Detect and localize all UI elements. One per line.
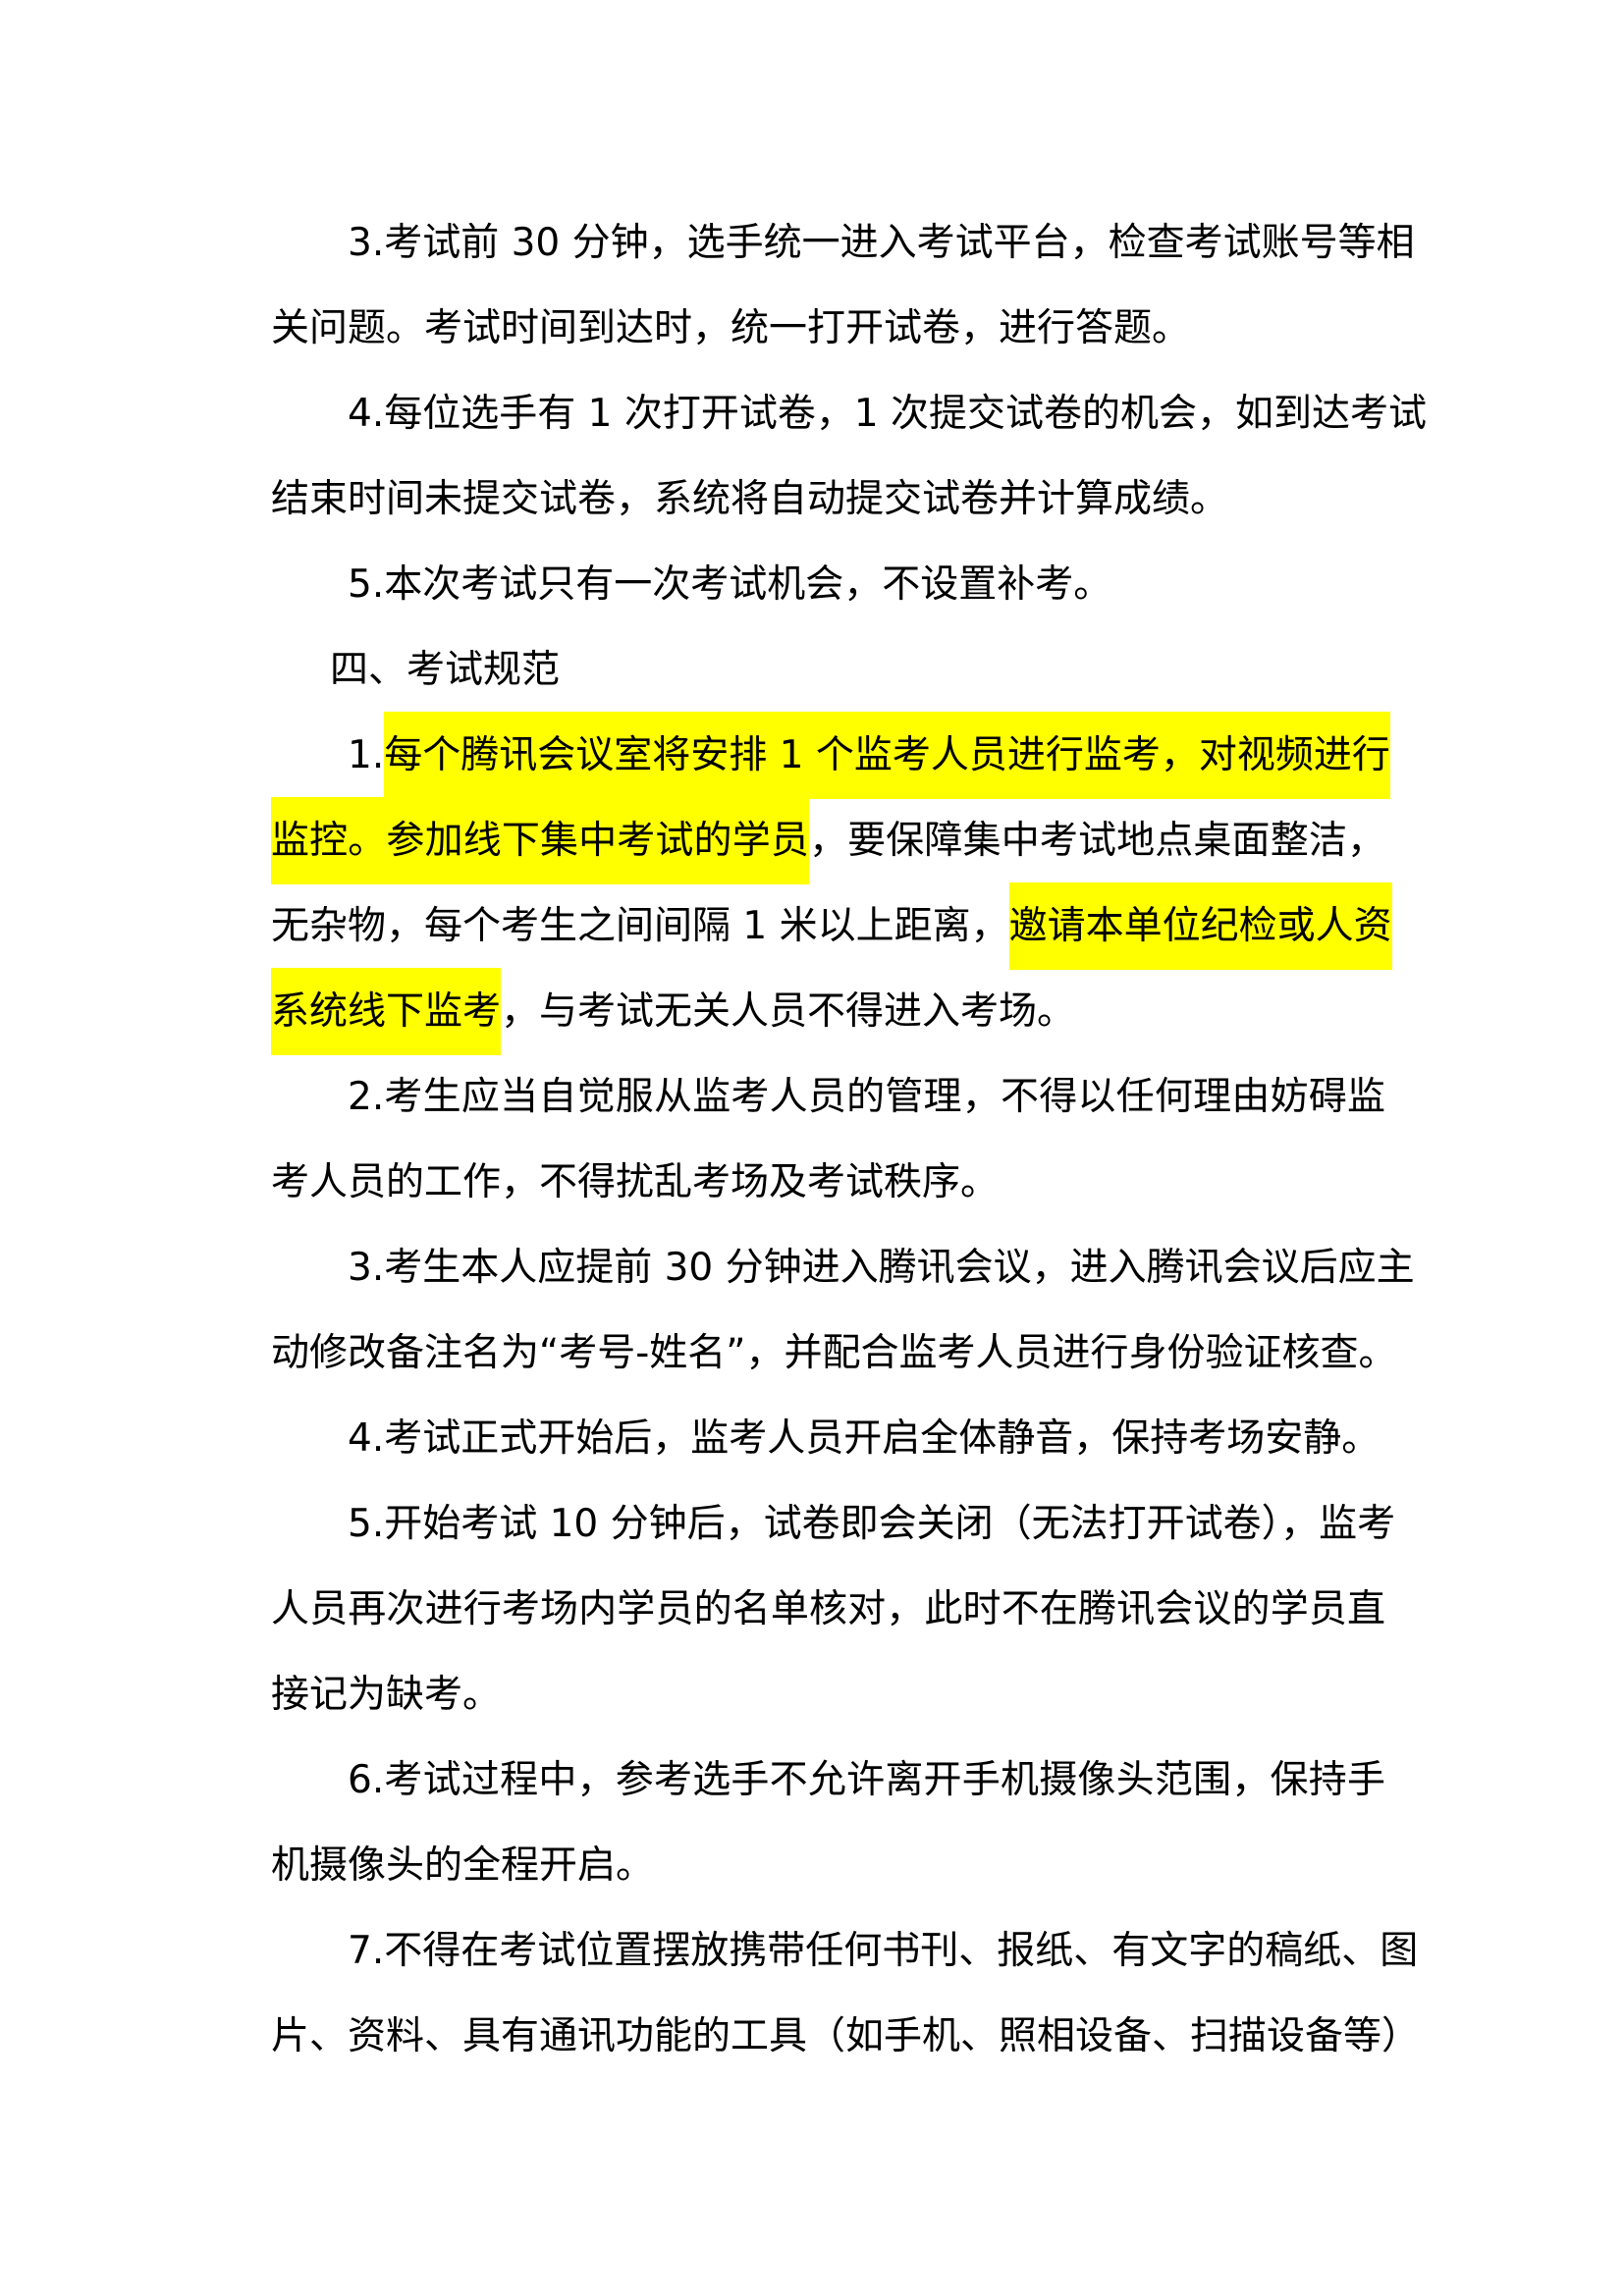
text-line: 片、资料、具有通讯功能的工具（如手机、照相设备、扫描设备等） bbox=[271, 1994, 1420, 2079]
text-segment: 机摄像头的全程开启。 bbox=[271, 1843, 655, 1888]
text-line: 四、考试规范 bbox=[271, 627, 1385, 713]
text-segment: 人员再次进行考场内学员的名单核对，此时不在腾讯会议的学员直 bbox=[271, 1587, 1385, 1631]
paragraph: 4.每位选手有 1 次打开试卷，1 次提交试卷的机会，如到达考试结束时间未提交试… bbox=[271, 371, 1427, 542]
text-segment: ，与考试无关人员不得进入考场。 bbox=[501, 989, 1076, 1034]
text-line: 2.考生应当自觉服从监考人员的管理，不得以任何理由妨碍监 bbox=[271, 1054, 1385, 1140]
text-line: 3.考生本人应提前 30 分钟进入腾讯会议，进入腾讯会议后应主 bbox=[271, 1225, 1415, 1310]
text-segment: 4.每位选手有 1 次打开试卷，1 次提交试卷的机会，如到达考试 bbox=[348, 392, 1428, 436]
text-segment: 无杂物，每个考生之间间隔 1 米以上距离， bbox=[271, 904, 1009, 948]
text-line: 5.开始考试 10 分钟后，试卷即会关闭（无法打开试卷），监考 bbox=[271, 1481, 1395, 1567]
highlighted-text: 系统线下监考 bbox=[271, 968, 502, 1055]
highlighted-text: 邀请本单位纪检或人资 bbox=[1008, 882, 1392, 970]
section-heading: 四、考试规范 bbox=[271, 627, 1385, 713]
paragraph: 2.考生应当自觉服从监考人员的管理，不得以任何理由妨碍监考人员的工作，不得扰乱考… bbox=[271, 1054, 1385, 1225]
text-line: 5.本次考试只有一次考试机会，不设置补考。 bbox=[271, 542, 1385, 627]
text-segment: 2.考生应当自觉服从监考人员的管理，不得以任何理由妨碍监 bbox=[348, 1075, 1385, 1119]
text-line: 1.每个腾讯会议室将安排 1 个监考人员进行监考，对视频进行 bbox=[271, 712, 1390, 799]
text-segment: 3.考生本人应提前 30 分钟进入腾讯会议，进入腾讯会议后应主 bbox=[348, 1246, 1415, 1290]
text-line: 3.考试前 30 分钟，选手统一进入考试平台，检查考试账号等相 bbox=[271, 200, 1415, 286]
text-segment: 5.本次考试只有一次考试机会，不设置补考。 bbox=[348, 562, 1112, 607]
text-segment: 四、考试规范 bbox=[330, 648, 561, 692]
paragraph: 3.考试前 30 分钟，选手统一进入考试平台，检查考试账号等相关问题。考试时间到… bbox=[271, 200, 1415, 371]
paragraph: 5.开始考试 10 分钟后，试卷即会关闭（无法打开试卷），监考人员再次进行考场内… bbox=[271, 1481, 1395, 1737]
text-segment: 1. bbox=[348, 733, 385, 777]
text-segment: 关问题。考试时间到达时，统一打开试卷，进行答题。 bbox=[271, 306, 1191, 350]
text-line: 4.每位选手有 1 次打开试卷，1 次提交试卷的机会，如到达考试 bbox=[271, 371, 1427, 456]
text-line: 4.考试正式开始后，监考人员开启全体静音，保持考场安静。 bbox=[271, 1396, 1385, 1481]
paragraph: 3.考生本人应提前 30 分钟进入腾讯会议，进入腾讯会议后应主动修改备注名为“考… bbox=[271, 1225, 1415, 1396]
paragraph: 6.考试过程中，参考选手不允许离开手机摄像头范围，保持手机摄像头的全程开启。 bbox=[271, 1737, 1385, 1908]
text-line: 机摄像头的全程开启。 bbox=[271, 1823, 1385, 1908]
text-line: 动修改备注名为“考号-姓名”，并配合监考人员进行身份验证核查。 bbox=[271, 1310, 1396, 1396]
paragraph: 4.考试正式开始后，监考人员开启全体静音，保持考场安静。 bbox=[271, 1396, 1385, 1481]
text-line: 人员再次进行考场内学员的名单核对，此时不在腾讯会议的学员直 bbox=[271, 1567, 1385, 1652]
paragraph: 7.不得在考试位置摆放携带任何书刊、报纸、有文字的稿纸、图片、资料、具有通讯功能… bbox=[271, 1908, 1420, 2079]
text-segment: 6.考试过程中，参考选手不允许离开手机摄像头范围，保持手 bbox=[348, 1758, 1385, 1802]
text-line: 无杂物，每个考生之间间隔 1 米以上距离，邀请本单位纪检或人资 bbox=[271, 882, 1392, 970]
paragraph: 5.本次考试只有一次考试机会，不设置补考。 bbox=[271, 542, 1385, 627]
document-body: 3.考试前 30 分钟，选手统一进入考试平台，检查考试账号等相关问题。考试时间到… bbox=[271, 200, 1427, 2079]
highlighted-text: 监控。参加线下集中考试的学员 bbox=[271, 797, 809, 884]
text-line: 系统线下监考，与考试无关人员不得进入考场。 bbox=[271, 968, 1385, 1055]
text-segment: 接记为缺考。 bbox=[271, 1673, 502, 1717]
text-line: 考人员的工作，不得扰乱考场及考试秩序。 bbox=[271, 1140, 1385, 1225]
text-segment: 4.考试正式开始后，监考人员开启全体静音，保持考场安静。 bbox=[348, 1416, 1380, 1461]
text-line: 监控。参加线下集中考试的学员，要保障集中考试地点桌面整洁， bbox=[271, 797, 1385, 884]
text-segment: 7.不得在考试位置摆放携带任何书刊、报纸、有文字的稿纸、图 bbox=[348, 1929, 1419, 1973]
text-segment: 3.考试前 30 分钟，选手统一进入考试平台，检查考试账号等相 bbox=[348, 221, 1415, 265]
text-line: 接记为缺考。 bbox=[271, 1652, 1385, 1737]
text-line: 7.不得在考试位置摆放携带任何书刊、报纸、有文字的稿纸、图 bbox=[271, 1908, 1418, 1994]
text-segment: ，要保障集中考试地点桌面整洁， bbox=[809, 819, 1385, 863]
paragraph: 1.每个腾讯会议室将安排 1 个监考人员进行监考，对视频进行监控。参加线下集中考… bbox=[271, 712, 1392, 1055]
text-segment: 片、资料、具有通讯功能的工具（如手机、照相设备、扫描设备等） bbox=[271, 2014, 1421, 2058]
highlighted-text: 每个腾讯会议室将安排 1 个监考人员进行监考，对视频进行 bbox=[384, 712, 1390, 799]
text-line: 结束时间未提交试卷，系统将自动提交试卷并计算成绩。 bbox=[271, 456, 1385, 542]
text-segment: 动修改备注名为“考号-姓名”，并配合监考人员进行身份验证核查。 bbox=[271, 1331, 1397, 1375]
text-segment: 5.开始考试 10 分钟后，试卷即会关闭（无法打开试卷），监考 bbox=[348, 1502, 1396, 1546]
text-segment: 结束时间未提交试卷，系统将自动提交试卷并计算成绩。 bbox=[271, 477, 1229, 521]
text-line: 6.考试过程中，参考选手不允许离开手机摄像头范围，保持手 bbox=[271, 1737, 1385, 1823]
text-line: 关问题。考试时间到达时，统一打开试卷，进行答题。 bbox=[271, 286, 1385, 371]
text-segment: 考人员的工作，不得扰乱考场及考试秩序。 bbox=[271, 1160, 1000, 1204]
